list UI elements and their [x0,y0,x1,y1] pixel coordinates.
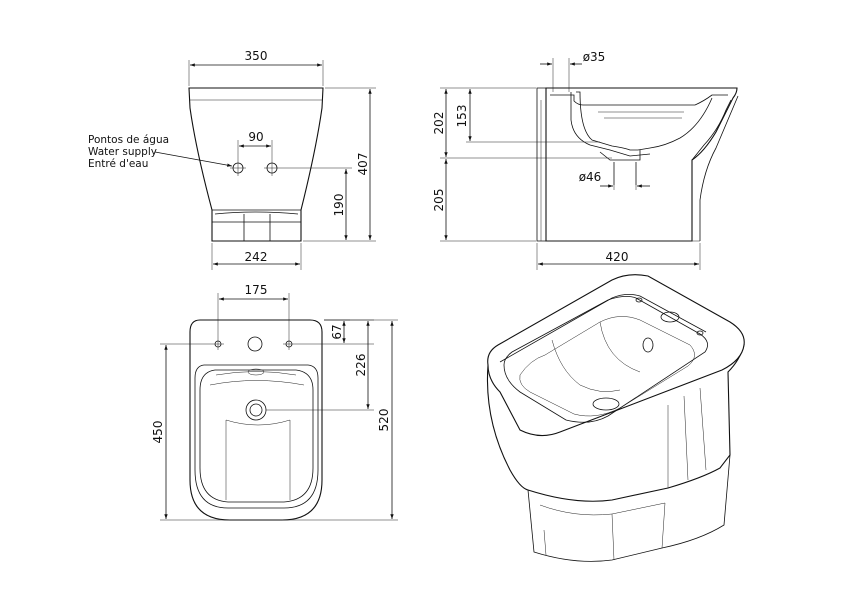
iso-rim [487,274,745,437]
water-supply-left-icon [230,160,246,176]
dim-hole-spacing: 175 [245,283,268,297]
plan-hole-right-icon [283,338,295,350]
note-line-fr: Entré d'eau [88,158,148,170]
dim-width-350: 350 [245,49,268,63]
dim-supply-spacing: 90 [248,130,263,144]
plan-hole-left-icon [212,338,224,350]
note-line-pt: Pontos de água [88,134,169,146]
dim-height-407: 407 [356,153,370,176]
water-supply-right-icon [264,160,280,176]
front-body-outline [188,87,324,242]
iso-hole-left-icon [635,297,643,303]
dim-outlet-diameter: ø46 [579,170,602,184]
note-leader [154,151,233,167]
dim-pipe-diameter: ø35 [583,50,606,64]
dim-lower-height: 205 [432,189,446,212]
isometric-view [486,274,745,562]
dim-520: 520 [377,409,391,432]
front-view: 350 90 190 407 242 Pontos de água Water … [88,49,376,270]
dim-depth-420: 420 [606,250,629,264]
front-base [212,209,301,241]
dim-450: 450 [151,421,165,444]
dim-upper-height: 202 [432,112,446,135]
iso-tap-hole-icon [660,311,680,323]
dim-base-width: 242 [245,250,268,264]
plan-view: 175 67 226 450 520 [151,283,398,521]
dim-offset-67: 67 [330,324,344,339]
iso-hole-right-icon [696,330,704,336]
dim-upper-inner: 153 [455,105,469,128]
side-section-view: ø35 202 153 205 ø46 420 [432,50,739,270]
dim-offset-226: 226 [354,354,368,377]
note-line-en: Water supply [88,146,157,158]
dim-supply-height: 190 [332,194,346,217]
plan-tap-hole-icon [247,336,263,352]
